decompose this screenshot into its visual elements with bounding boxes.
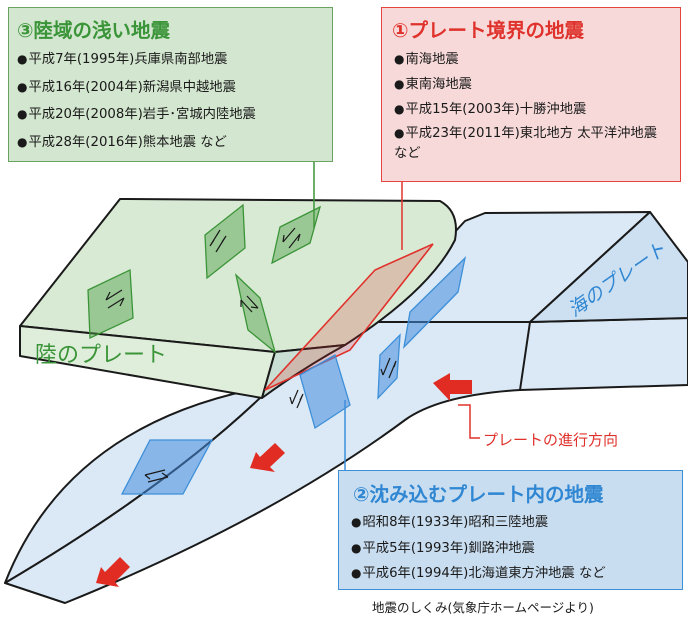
list-item: ●東南海地震 [394,77,472,92]
shallow-land-earthquake-title: ③陸域の浅い地震 [17,19,171,42]
list-item: ●平成23年(2011年)東北地方 太平洋沖地震 など [394,126,658,161]
source-caption: 地震のしくみ(気象庁ホームページより) [372,600,594,615]
list-item: ●南海地震 [394,52,459,67]
slab-fault-3 [403,256,467,349]
list-item: ●平成6年(1994年)北海道東方沖地震 など [351,566,606,581]
intraslab-earthquake-list: ●昭和8年(1933年)昭和三陸地震 ●平成5年(1993年)釧路沖地震 ●平成… [351,511,606,588]
bullet-icon: ● [351,540,362,555]
list-item: ●昭和8年(1933年)昭和三陸地震 [351,515,549,530]
bullet-icon: ● [394,77,405,91]
slab-fault-2 [299,354,351,430]
list-item: ●平成5年(1993年)釧路沖地震 [351,540,535,556]
bullet-icon: ● [394,52,405,66]
motion-arrow-2 [250,443,285,472]
list-item: ●平成15年(2003年)十勝沖地震 [394,102,587,117]
shallow-land-earthquake-list: ●平成7年(1995年)兵庫県南部地震 ●平成16年(2004年)新潟県中越地震… [17,48,256,158]
list-item: ●平成7年(1995年)兵庫県南部地震 [17,52,228,67]
plate-boundary-earthquake-title: ①プレート境界の地震 [392,19,585,42]
plate-boundary-earthquake-list: ●南海地震 ●東南海地震 ●平成15年(2003年)十勝沖地震 ●平成23年(2… [394,48,659,161]
ocean-plate-side [529,211,688,323]
list-item: ●平成16年(2004年)新潟県中越地震 [17,79,236,95]
motion-arrows [96,373,472,587]
bullet-icon: ● [351,566,362,580]
ocean-plate-edge [519,321,531,391]
bullet-icon: ● [17,52,28,66]
land-plate-top [19,198,457,353]
ocean-plate-front [4,317,688,604]
crustal-fault-1 [87,268,134,340]
bullet-icon: ● [17,134,28,149]
slip-arrows [105,227,397,483]
land-plate-label: 陸のプレート [35,343,168,368]
bullet-icon: ● [351,515,362,529]
land-plate-wedge [261,344,346,399]
bullet-icon: ● [394,102,405,116]
bullet-icon: ● [394,126,405,140]
connector-direction [458,404,480,439]
plate-boundary-earthquake-box: ①プレート境界の地震 ●南海地震 ●東南海地震 ●平成15年(2003年)十勝沖… [381,7,681,182]
intraslab-earthquake-box: ②沈み込むプレート内の地震 ●昭和8年(1933年)昭和三陸地震 ●平成5年(1… [338,470,683,590]
plate-direction-label: プレートの進行方向 [483,431,619,449]
motion-arrow-1 [433,373,472,401]
intraslab-earthquake-title: ②沈み込むプレート内の地震 [353,483,604,506]
crustal-fault-3 [271,205,322,265]
shallow-land-earthquake-box: ③陸域の浅い地震 ●平成7年(1995年)兵庫県南部地震 ●平成16年(2004… [8,7,333,162]
list-item: ●平成28年(2016年)熊本地震 など [17,134,227,150]
slab-fault-1 [120,439,214,495]
slab-fault-4 [377,333,401,400]
motion-arrow-3 [96,557,130,587]
crustal-fault-4 [234,273,277,354]
bullet-icon: ● [17,107,28,121]
crustal-fault-2 [204,203,246,280]
list-item: ●平成20年(2008年)岩手･宮城内陸地震 [17,107,256,122]
bullet-icon: ● [17,79,28,94]
